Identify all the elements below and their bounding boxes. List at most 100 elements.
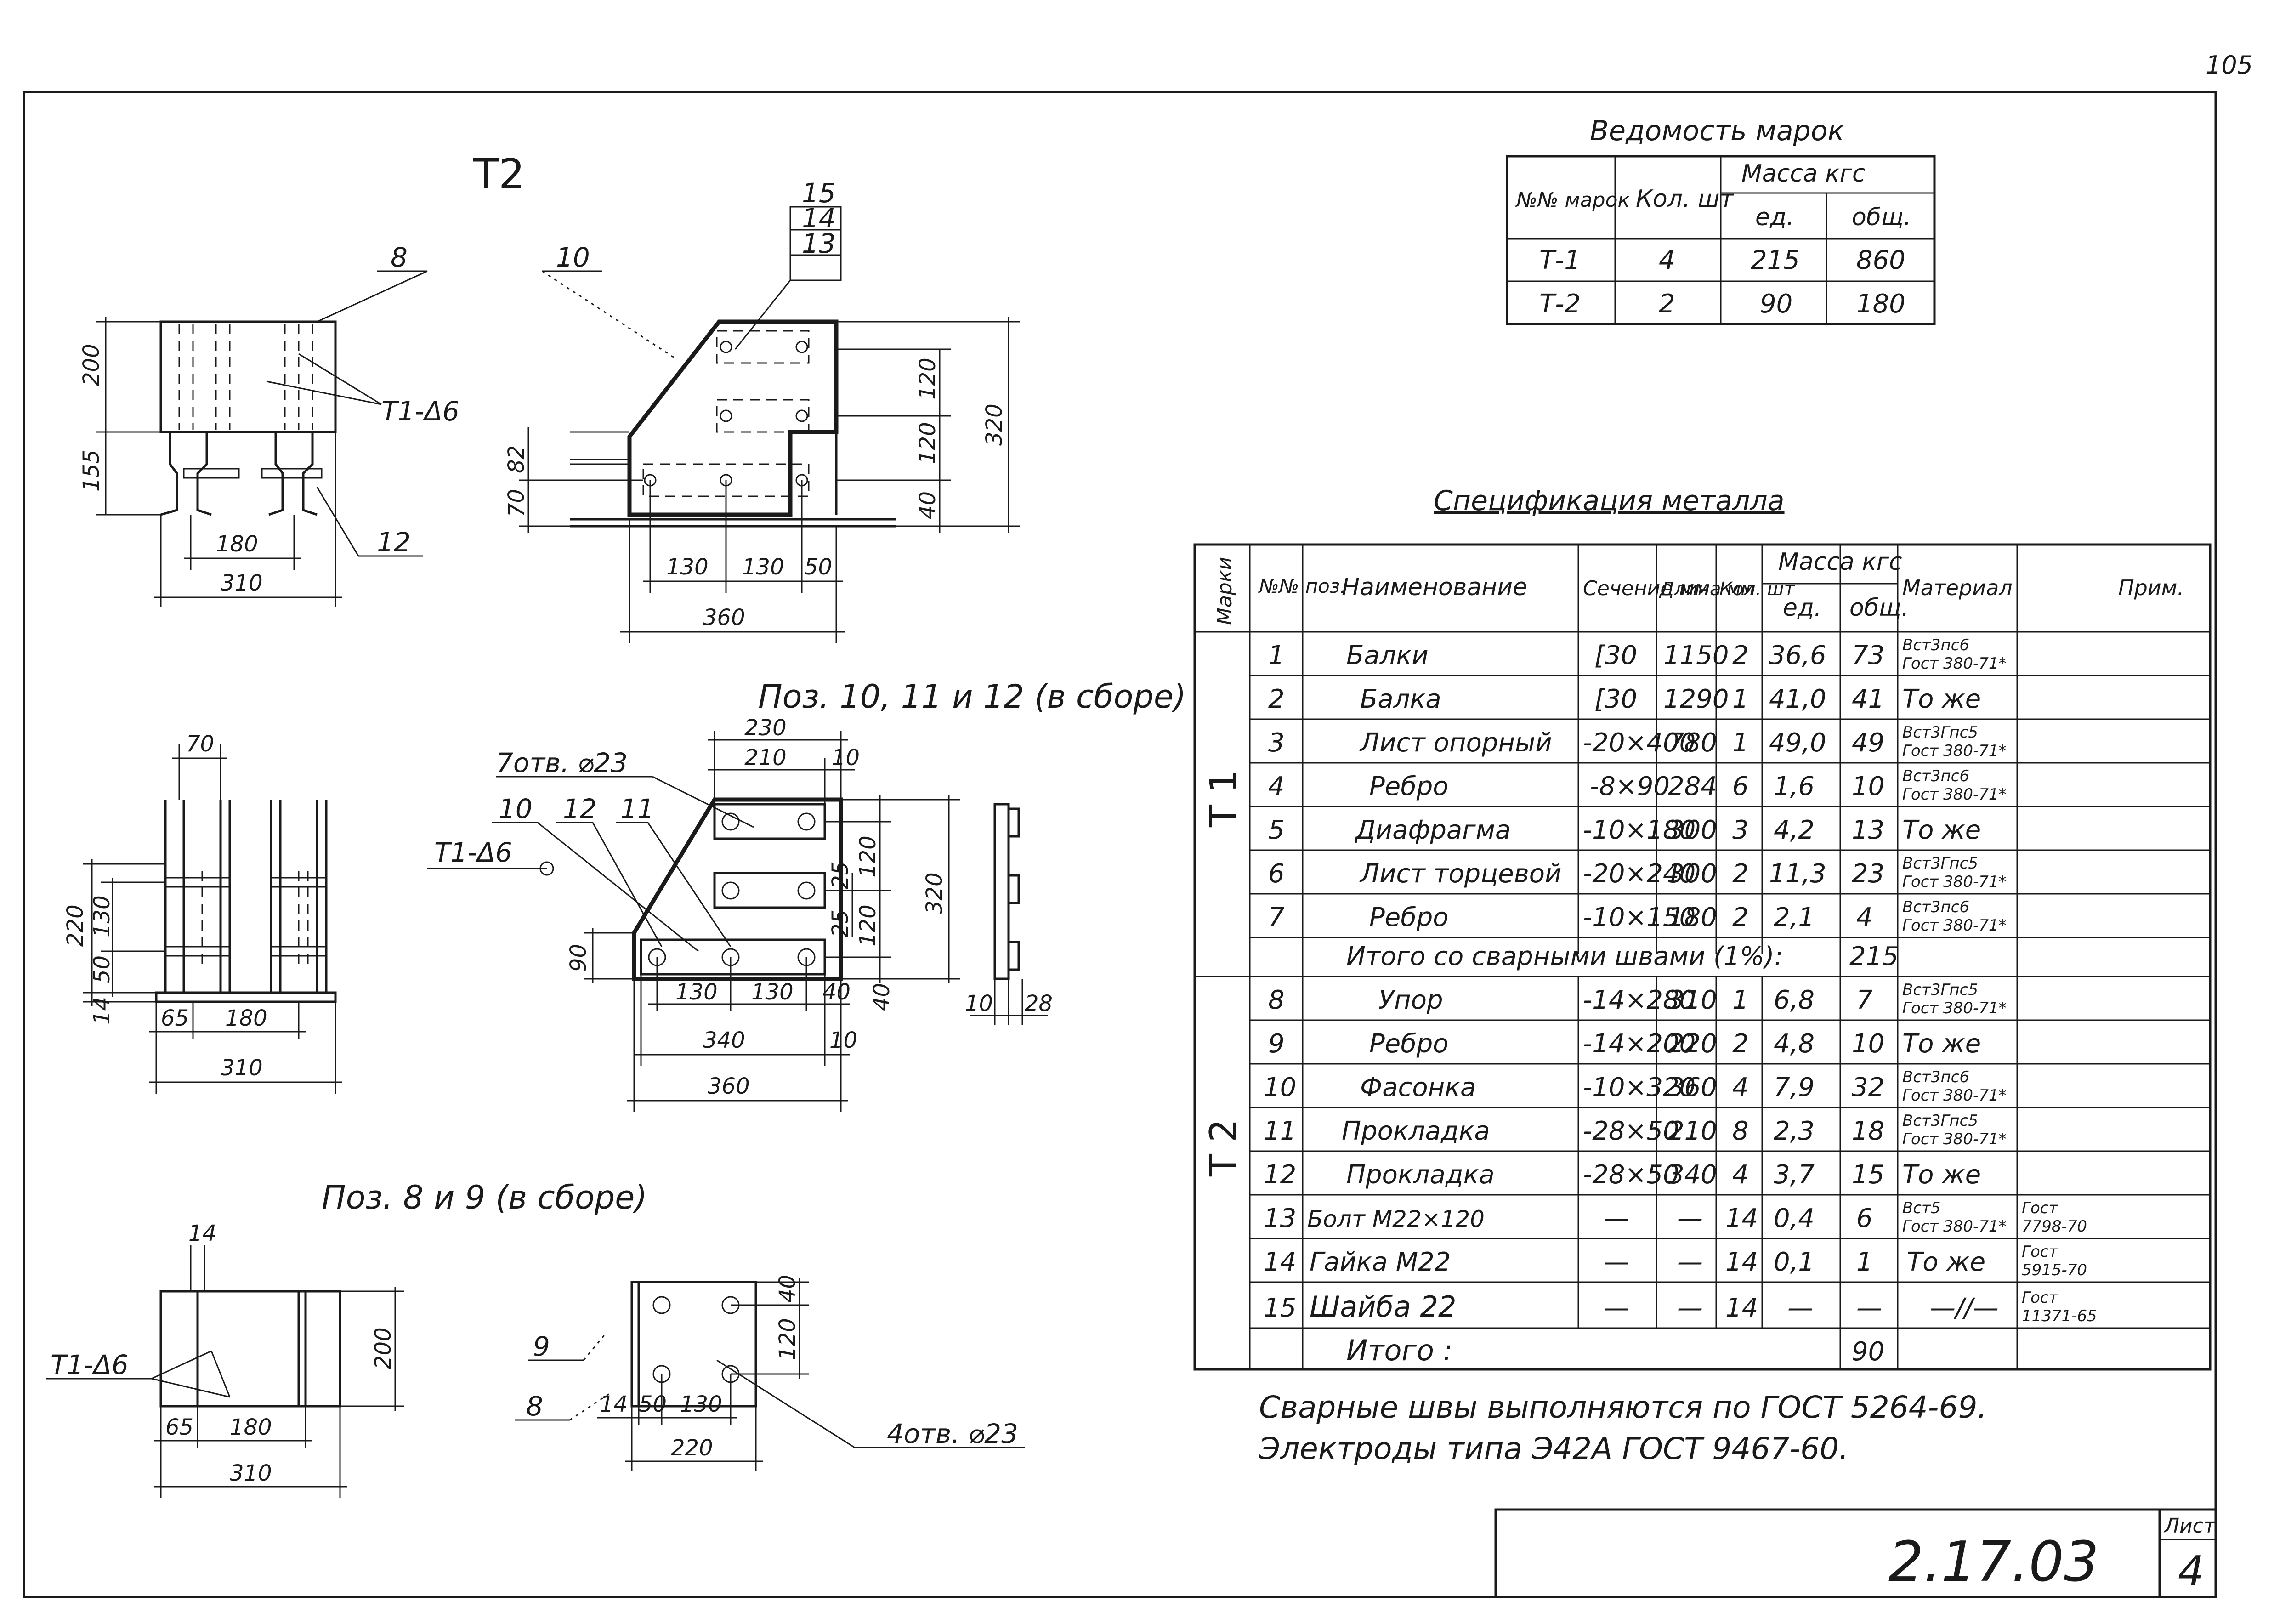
spec-cell: 210: [1668, 1116, 1717, 1146]
spec-cell: 15: [1264, 1293, 1296, 1323]
spec-t2-total: 90: [1852, 1337, 1884, 1367]
spec-cell: Вст3Гпс5: [1902, 723, 1978, 742]
spec-cell: То же: [1902, 815, 1981, 845]
t2-dim-70: 70: [504, 489, 529, 517]
spec-row: 15 Шайба 22 — — 14 — — —//— Гост 11371-6…: [1264, 1289, 2097, 1325]
side-dim-65: 65: [161, 1005, 189, 1031]
spec-cell: Гост 380-71*: [1902, 1130, 2006, 1148]
spec-header-section: Сечение мм: [1583, 577, 1710, 600]
spec-cell: Прокладка: [1346, 1160, 1495, 1190]
spec-cell: 14: [1725, 1293, 1758, 1323]
spec-row: 7 Ребро -10×150 180 2 2,1 4 Вст3пс6 Гост…: [1268, 898, 2006, 935]
spec-cell: [30: [1594, 641, 1637, 670]
spec-cell: Шайба 22: [1310, 1290, 1456, 1323]
spec-cell: -28×50: [1583, 1116, 1679, 1146]
spec-cell: 15: [1852, 1160, 1884, 1190]
spec-cell: 2: [1732, 1029, 1749, 1059]
spec-header-pos: №№ поз.: [1258, 575, 1346, 597]
spec-cell: 13: [1852, 815, 1884, 845]
note-electrodes: Электроды типа Э42А ГОСТ 9467-60.: [1259, 1431, 1849, 1466]
spec-row: 12 Прокладка -28×50 340 4 3,7 15 То же: [1264, 1160, 1981, 1190]
spec-cell: 220: [1668, 1029, 1717, 1059]
spec-cell: 11: [1264, 1116, 1296, 1146]
spec-cell: 1: [1856, 1247, 1873, 1277]
spec-cell: 1150: [1663, 641, 1729, 670]
spec-cell: Ребро: [1369, 772, 1449, 801]
spec-cell: Гост 380-71*: [1902, 785, 2006, 804]
spec-cell: 4: [1732, 1073, 1749, 1102]
marks-table: Ведомость марок №№ марок Кол. шт Масса к…: [1506, 115, 1936, 325]
spec-cell: Вст3пс6: [1902, 1068, 1969, 1086]
marks-header-total: общ.: [1852, 204, 1911, 231]
spec-cell: 10: [1852, 772, 1884, 801]
spec-cell: Лист торцевой: [1359, 859, 1561, 889]
marks-header-mass: Масса кгс: [1741, 160, 1866, 187]
view-side: 70 220 130 50 14 65 180 310: [62, 731, 342, 1094]
spec-cell: 1290: [1663, 684, 1729, 714]
t2-dim-360: 360: [703, 605, 745, 630]
spec-cell: 6: [1732, 772, 1749, 801]
spec-cell: Гост 380-71*: [1902, 654, 2006, 673]
spec-cell: Гост 380-71*: [1902, 742, 2006, 760]
side-dim-70: 70: [186, 731, 214, 757]
spec-cell: 7: [1856, 985, 1873, 1015]
spec-cell: 300: [1668, 859, 1717, 889]
t2-dim-40: 40: [915, 491, 941, 519]
spec-row: 3 Лист опорный -20×400 780 1 49,0 49 Вст…: [1268, 723, 2006, 760]
assembly-title: Т2: [473, 150, 525, 199]
spec-cell: 340: [1668, 1160, 1717, 1190]
spec-cell: 2,1: [1774, 903, 1815, 932]
t2-label-15: 15: [802, 177, 836, 209]
spec-row: 8 Упор -14×280 310 1 6,8 7 Вст3Гпс5 Гост…: [1268, 981, 2006, 1017]
spec-cell: 2: [1268, 684, 1285, 714]
spec-cell: 7: [1268, 903, 1285, 932]
side-dim-180: 180: [225, 1005, 267, 1031]
pos10-dim-120a: 120: [855, 835, 881, 878]
spec-cell: 1: [1732, 728, 1749, 758]
spec-cell: 8: [1732, 1116, 1749, 1146]
view-t2-side: 10 15 14 13 120 120 40 320 82 70 130: [504, 177, 1020, 643]
spec-cell: 3,7: [1774, 1160, 1815, 1190]
spec-cell: —: [1604, 1204, 1629, 1233]
spec-cell: Гост 380-71*: [1902, 999, 2006, 1017]
spec-row: 4 Ребро -8×90 284 6 1,6 10 Вст3пс6 Гост …: [1268, 767, 2006, 804]
spec-cell: —: [1677, 1204, 1703, 1233]
spec-cell: 41: [1852, 684, 1884, 714]
spec-header-total: общ.: [1849, 594, 1909, 622]
spec-cell: Вст5: [1902, 1199, 1940, 1217]
spec-cell: 14: [1264, 1247, 1296, 1277]
marks-header-qty: Кол. шт: [1636, 185, 1735, 213]
spec-cell: Упор: [1378, 985, 1443, 1015]
spec-cell: Фасонка: [1360, 1073, 1476, 1102]
pos10-dim-40a: 40: [822, 979, 851, 1005]
spec-cell: -10×320: [1583, 1073, 1696, 1102]
t2-dim-310: 310: [221, 570, 263, 596]
spec-cell: Прокладка: [1342, 1116, 1490, 1146]
side-dim-310: 310: [221, 1055, 263, 1081]
pos9-dim-220: 220: [671, 1435, 713, 1461]
marks-row2-mark: Т-2: [1539, 289, 1581, 319]
spec-header-mass: Масса кгс: [1778, 548, 1902, 576]
spec-cell: Балки: [1346, 641, 1429, 670]
spec-group-t2: Т 2: [1202, 1119, 1245, 1177]
spec-cell: 1: [1732, 985, 1749, 1015]
spec-cell: Гост: [2022, 1243, 2058, 1261]
spec-cell: 2: [1732, 903, 1749, 932]
t2-dim-155: 155: [79, 449, 104, 492]
spec-cell: Гост 380-71*: [1902, 1086, 2006, 1105]
t2-dim-200: 200: [79, 344, 104, 386]
spec-cell: 10: [1852, 1029, 1884, 1059]
spec-cell: 11,3: [1769, 859, 1826, 889]
spec-cell: 4,8: [1774, 1029, 1815, 1059]
spec-cell: 23: [1852, 859, 1884, 889]
spec-cell: Вст3пс6: [1902, 898, 1969, 916]
pos8-dim-65: 65: [165, 1414, 193, 1440]
spec-cell: 4: [1732, 1160, 1749, 1190]
spec-header-marks: Марки: [1213, 557, 1236, 625]
pos9-label-9: 9: [533, 1331, 550, 1362]
spec-header-name: Наименование: [1342, 574, 1527, 601]
spec-cell: 284: [1668, 772, 1717, 801]
pos8-dim-180: 180: [230, 1414, 272, 1440]
t2-label-10: 10: [556, 242, 590, 273]
marks-header-unit: ед.: [1755, 204, 1794, 231]
